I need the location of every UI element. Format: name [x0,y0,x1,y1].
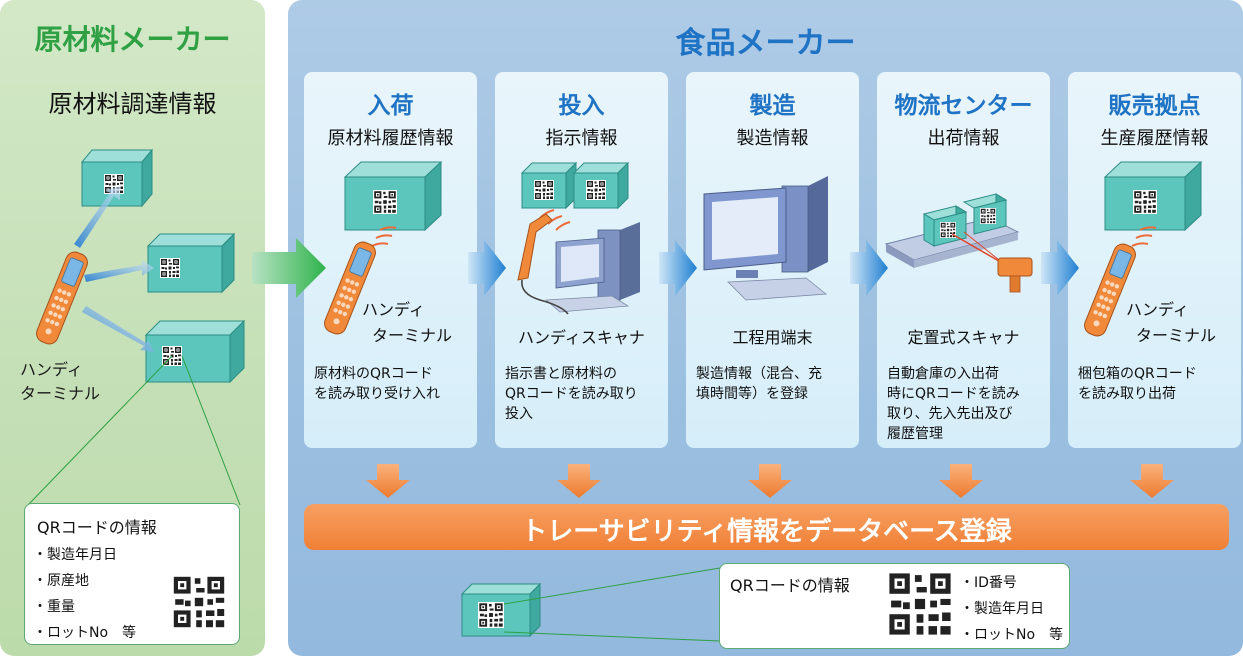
qr-info-item: ・製造年月日 [960,601,1044,617]
scan-beam [963,231,1005,265]
scan-beam [951,233,1005,265]
flow-arrow-icon [748,464,792,498]
left-device-label: ターミナル [20,384,101,403]
qr-info-item: ・原産地 [33,573,89,589]
stage-description: 梱包箱のQRコード を読み取り出荷 [1078,366,1197,402]
flow-arrow-icon [557,464,601,498]
stage-title: 製造 [749,93,796,119]
stage-sales-base: 販売拠点 生産履歴情報 ハンディ ターミナル 梱包箱のQRコード を読み取り出荷 [1068,72,1241,448]
stage-subtitle: 原材料履歴情報 [327,128,454,149]
handheld-terminal-icon [33,248,91,348]
flow-arrow-icon [850,240,888,296]
food-maker-title: 食品メーカー [675,26,856,61]
stage-title: 入荷 [367,93,414,119]
qr-info-item: ・ロットNo 等 [33,625,137,641]
qr-info-title: QRコードの情報 [37,518,157,537]
flow-arrow-icon [1130,464,1174,498]
stage-description: 原材料のQRコード を読み取り受け入れ [314,366,440,402]
scan-beam [1131,226,1157,247]
qr-info-item: ・重量 [33,599,75,615]
qr-code-icon [373,190,397,214]
callout-line [503,631,721,642]
qr-info-item: ・製造年月日 [33,547,117,563]
device-label: ハンディ [362,300,425,319]
cardboard-box-icon [343,160,443,232]
flow-arrow-icon [1041,240,1079,296]
qr-info-box-product: QRコードの情報 ・ID番号 ・製造年月日 ・ロットNo 等 [719,563,1070,649]
flow-arrow-icon [366,464,410,498]
device-label: ターミナル [372,326,453,345]
callout-line [503,567,721,605]
cardboard-box-icon [144,319,246,384]
cardboard-box-icon [962,193,1008,235]
qr-info-title: QRコードの情報 [730,576,850,595]
stage-subtitle: 指示情報 [545,128,618,149]
database-registration-label: トレーサビリティ情報をデータベース登録 [521,517,1012,547]
stage-subtitle: 出荷情報 [927,128,1000,149]
stage-description: 自動倉庫の入出荷 時にQRコードを読み 取り、先入先出及び 履歴管理 [887,366,1020,442]
qr-code-icon [980,208,996,224]
device-label: ターミナル [1136,326,1217,345]
qr-code-icon [886,570,954,638]
device-label: ハンディスキャナ [518,328,645,347]
handheld-terminal-icon [1081,240,1139,340]
cardboard-box-icon [1103,160,1203,232]
qr-code-icon [1133,190,1157,214]
qr-info-item: ・ID番号 [960,575,1017,591]
stage-description: 製造情報（混合、充 填時間等）を登録 [696,366,822,402]
qr-code-icon [478,602,504,628]
device-label: 工程用端末 [732,328,813,347]
qr-code-icon [534,180,554,200]
qr-info-item: ・ロットNo 等 [960,627,1064,643]
left-device-label: ハンディ [20,360,83,379]
cardboard-box-icon [520,161,578,210]
stage-subtitle: 製造情報 [736,128,809,149]
stage-receiving: 入荷 原材料履歴情報 ハンディ ターミナル 原材料のQRコード を読み取り受け入… [304,72,477,448]
flow-arrow-icon [252,238,326,298]
device-label: ハンディ [1126,300,1189,319]
handheld-terminal-icon [321,238,379,338]
desktop-computer-icon [544,222,640,313]
qr-code-icon [171,574,227,630]
desktop-computer-icon [703,176,828,301]
qr-code-icon [160,258,180,278]
fixed-scanner-icon [997,257,1033,293]
stage-title: 販売拠点 [1108,93,1201,119]
flow-arrow-icon [468,240,506,296]
cardboard-box-icon [572,161,630,210]
stage-title: 投入 [558,93,605,119]
flow-arrow-icon [939,464,983,498]
qr-info-box-raw-material: QRコードの情報 ・製造年月日 ・原産地 ・重量 ・ロットNo 等 [24,503,240,645]
callout-line [181,355,241,506]
raw-material-procurement-label: 原材料調達情報 [48,90,217,118]
stage-title: 物流センター [894,93,1033,119]
cardboard-box-icon [146,232,236,294]
qr-code-icon [586,180,606,200]
flow-arrow-icon [74,186,154,352]
scan-beam [371,226,397,247]
handheld-scanner-icon [517,213,569,315]
stage-subtitle: 生産履歴情報 [1100,128,1209,149]
device-label: 定置式スキャナ [907,328,1020,347]
callout-line [27,355,173,506]
stage-description: 指示書と原材料の QRコードを読み取り 投入 [505,366,638,422]
cardboard-box-icon [922,205,968,247]
database-registration-bar: トレーサビリティ情報をデータベース登録 [304,504,1229,550]
raw-material-maker-title: 原材料メーカー [34,23,231,56]
flow-arrow-icon [659,240,697,296]
cardboard-box-icon [460,582,542,638]
